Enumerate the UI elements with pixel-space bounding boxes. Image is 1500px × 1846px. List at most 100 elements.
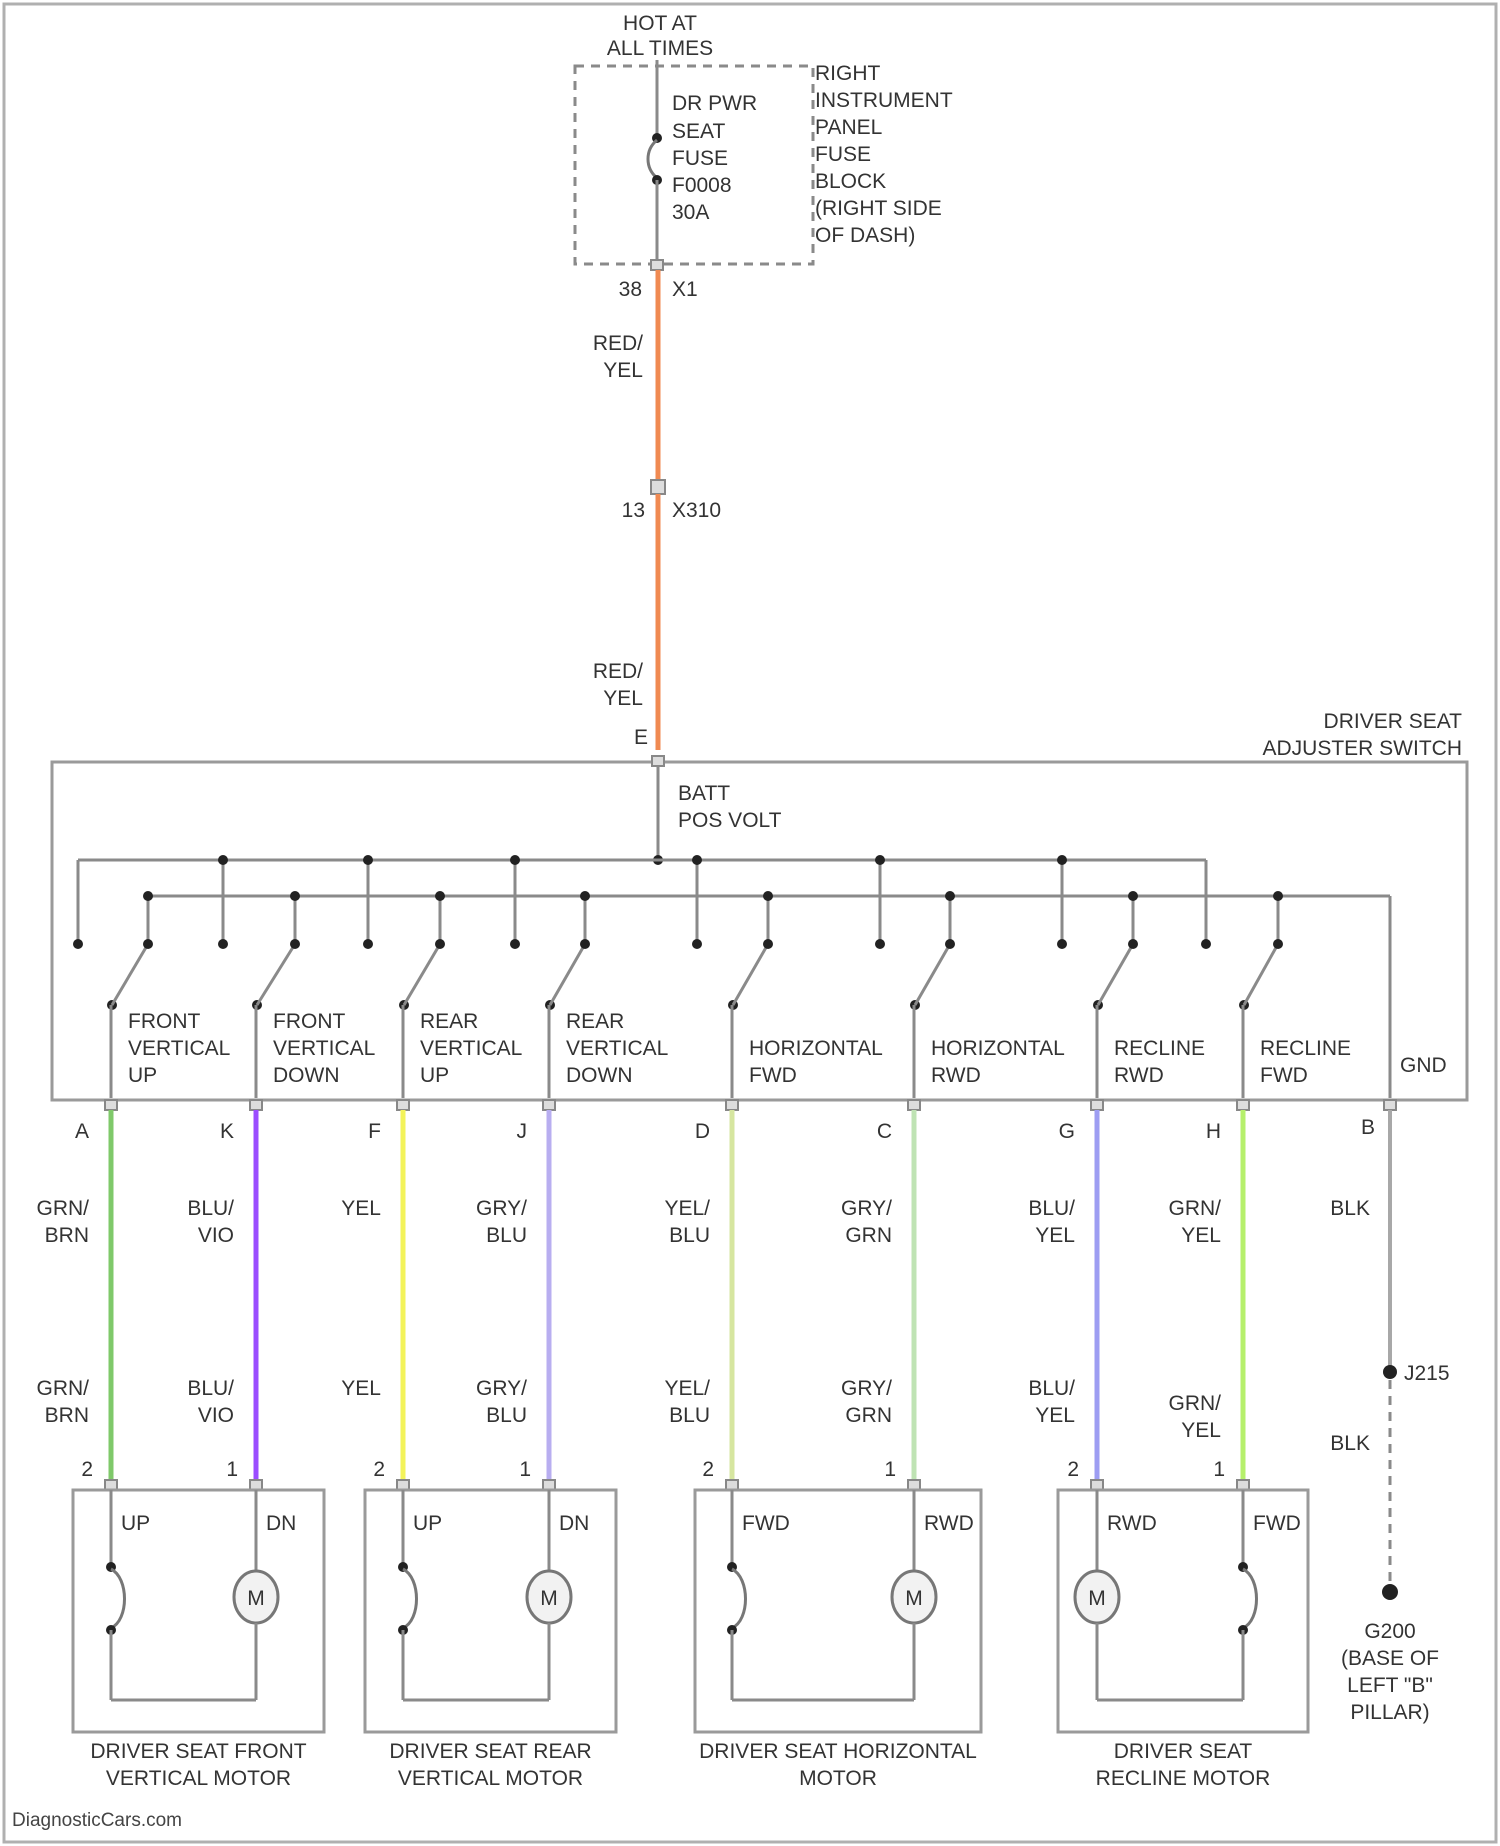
hot-label-line-2: ALL TIMES (607, 37, 713, 60)
switch-contacts: FRONTVERTICALUPFRONTVERTICALDOWNREARVERT… (73, 855, 1351, 1098)
motor-terminal-label: FWD (1253, 1512, 1301, 1535)
gnd-label: GND (1400, 1054, 1447, 1077)
wire-color-label: BLU/ (187, 1197, 234, 1220)
wire-color-label: GRN (845, 1224, 892, 1247)
wire-color-label: YEL (1035, 1224, 1075, 1247)
switch-contact-label: REAR (566, 1010, 624, 1033)
svg-text:DRIVER SEAT: DRIVER SEAT (1324, 710, 1463, 733)
svg-text:SEAT: SEAT (672, 120, 725, 143)
switch-contact-label: FRONT (128, 1010, 200, 1033)
wire-color-label: YEL (341, 1377, 381, 1400)
switch-contact-label: HORIZONTAL (931, 1037, 1065, 1060)
wire-color-label: YEL (341, 1197, 381, 1220)
wire-color-label: YEL (1181, 1224, 1221, 1247)
splice-label: J215 (1404, 1362, 1450, 1385)
batt-label-1: BATT (678, 782, 730, 805)
wire-color-label: BLU/ (1028, 1197, 1075, 1220)
pin-e: E (634, 726, 648, 749)
wire-color-label: VIO (198, 1404, 234, 1427)
svg-text:FUSE: FUSE (672, 147, 728, 170)
fuse-symbol (648, 140, 657, 178)
svg-text:INSTRUMENT: INSTRUMENT (815, 89, 953, 112)
connector-x1: X1 (672, 278, 698, 301)
switch-contact-label: VERTICAL (420, 1037, 522, 1060)
ground-location-label: G200 (BASE OF LEFT "B" PILLAR) (1341, 1620, 1439, 1724)
switch-pin-label: C (877, 1120, 892, 1143)
bus-tap (1057, 855, 1067, 865)
switch-contact-label: DOWN (566, 1064, 633, 1087)
motor-m-label: M (247, 1587, 265, 1610)
motor-terminal-label: DN (559, 1512, 589, 1535)
svg-text:PILLAR): PILLAR) (1350, 1701, 1429, 1724)
pin-b: B (1361, 1116, 1375, 1139)
svg-text:30A: 30A (672, 201, 709, 224)
motor-pin-label: 2 (81, 1458, 93, 1481)
svg-text:OF DASH): OF DASH) (815, 224, 915, 247)
wire-color-label: GRY/ (476, 1377, 527, 1400)
motor-1: MUPDNDRIVER SEAT FRONTVERTICAL MOTOR (73, 1490, 324, 1790)
wire-f: FYELYEL2 (341, 1100, 409, 1490)
svg-text:G200: G200 (1364, 1620, 1415, 1643)
power-wire-lower-color-1: RED/ (593, 660, 643, 683)
motor-pin-label: 2 (702, 1458, 714, 1481)
diagram-frame (4, 4, 1496, 1842)
switch-contact-label: VERTICAL (273, 1037, 375, 1060)
fuse-label: DR PWR SEAT FUSE F0008 30A (672, 92, 757, 224)
fuse-block-label: RIGHT INSTRUMENT PANEL FUSE BLOCK (RIGHT… (815, 62, 953, 247)
motor-m-label: M (540, 1587, 558, 1610)
switch-contact-label: FWD (749, 1064, 797, 1087)
svg-text:(RIGHT SIDE: (RIGHT SIDE (815, 197, 942, 220)
wire-color-label: GRN (845, 1404, 892, 1427)
motor-terminal-label: RWD (924, 1512, 974, 1535)
motor-m-label: M (1088, 1587, 1106, 1610)
switch-pin-label: K (220, 1120, 234, 1143)
motor-pin-label: 2 (373, 1458, 385, 1481)
switch-contact-label: FRONT (273, 1010, 345, 1033)
switch-to-motor-wires: AGRN/BRNGRN/BRN2KBLU/VIOBLU/VIO1FYELYEL2… (37, 1100, 1250, 1490)
wire-color-label: GRN/ (37, 1197, 90, 1220)
wire-color-label: VIO (198, 1224, 234, 1247)
wire-color-label: BLU (669, 1224, 710, 1247)
motor-pin-label: 1 (1213, 1458, 1225, 1481)
switch-contact-label: REAR (420, 1010, 478, 1033)
bus-tap (218, 855, 228, 865)
motor-pin-label: 1 (226, 1458, 238, 1481)
svg-text:BLOCK: BLOCK (815, 170, 886, 193)
motor-name: DRIVER SEAT (1114, 1740, 1253, 1763)
wire-color-label: YEL (1181, 1419, 1221, 1442)
hot-at-all-times-label: HOT AT ALL TIMES (607, 12, 713, 60)
wire-color-label: GRY/ (841, 1377, 892, 1400)
switch-contact-label: RWD (1114, 1064, 1164, 1087)
wire-color-label: YEL (1035, 1404, 1075, 1427)
switch-pin-label: D (695, 1120, 710, 1143)
power-wire-upper-color-1: RED/ (593, 332, 643, 355)
ground-wire-color-lower: BLK (1330, 1432, 1370, 1455)
pin-38: 38 (619, 278, 642, 301)
bus-tap (692, 855, 702, 865)
wire-color-label: BRN (45, 1224, 89, 1247)
ground-wire-color-upper: BLK (1330, 1197, 1370, 1220)
motor-terminal-label: UP (413, 1512, 442, 1535)
motor-terminal-label: DN (266, 1512, 296, 1535)
motor-name: MOTOR (799, 1767, 877, 1790)
switch-title: DRIVER SEAT ADJUSTER SWITCH (1263, 710, 1463, 760)
ground-point (1382, 1584, 1398, 1600)
svg-text:DR PWR: DR PWR (672, 92, 757, 115)
motor-name: VERTICAL MOTOR (398, 1767, 583, 1790)
motor-pin-label: 1 (519, 1458, 531, 1481)
svg-text:RIGHT: RIGHT (815, 62, 881, 85)
wire-color-label: BLU/ (1028, 1377, 1075, 1400)
batt-label-2: POS VOLT (678, 809, 782, 832)
watermark: DiagnosticCars.com (12, 1810, 182, 1831)
switch-contact-label: RECLINE (1260, 1037, 1351, 1060)
motor-m-label: M (905, 1587, 923, 1610)
svg-text:F0008: F0008 (672, 174, 732, 197)
switch-contact-label: VERTICAL (128, 1037, 230, 1060)
